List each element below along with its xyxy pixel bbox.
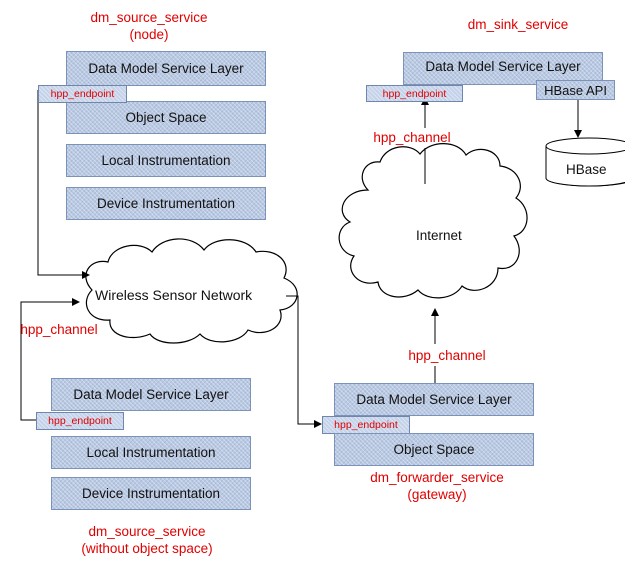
- hbase-label: HBase: [566, 162, 607, 177]
- connector-source-no-os: [20, 298, 80, 421]
- forwarder-data-model-layer: Data Model Service Layer: [334, 383, 534, 416]
- source-no-os-device-instrumentation: Device Instrumentation: [51, 477, 251, 510]
- source-node-data-model-layer: Data Model Service Layer: [66, 51, 266, 86]
- connector-source-node: [37, 90, 90, 279]
- source-node-title: dm_source_service: [90, 10, 208, 25]
- forwarder-object-space: Object Space: [334, 433, 534, 466]
- source-no-os-local-instrumentation: Local Instrumentation: [51, 436, 251, 469]
- hbase-database-icon: [545, 137, 625, 187]
- hbase-api: HBase API: [536, 80, 615, 100]
- forwarder-subtitle: (gateway): [407, 487, 467, 502]
- sink-endpoint: hpp_endpoint: [366, 85, 463, 102]
- source-node-local-instrumentation: Local Instrumentation: [66, 144, 266, 177]
- forwarder-endpoint: hpp_endpoint: [322, 416, 410, 434]
- source-no-os-channel: hpp_channel: [20, 322, 98, 337]
- wireless-network-label: Wireless Sensor Network: [95, 287, 253, 303]
- source-no-os-subtitle: (without object space): [81, 541, 213, 556]
- connector-wsn-forwarder: [286, 295, 322, 428]
- forwarder-title: dm_forwarder_service: [370, 470, 504, 485]
- wireless-network-cloud: [85, 238, 298, 344]
- source-node-object-space: Object Space: [66, 101, 266, 134]
- sink-title: dm_sink_service: [467, 17, 569, 32]
- forwarder-channel: hpp_channel: [408, 348, 486, 363]
- source-node-endpoint: hpp_endpoint: [38, 85, 127, 103]
- internet-label: Internet: [416, 228, 462, 243]
- sink-channel: hpp_channel: [373, 130, 451, 145]
- source-node-device-instrumentation: Device Instrumentation: [66, 187, 266, 220]
- source-no-os-endpoint: hpp_endpoint: [36, 412, 124, 430]
- source-no-os-title: dm_source_service: [88, 524, 206, 539]
- source-node-subtitle: (node): [129, 27, 169, 42]
- sink-data-model-layer: Data Model Service Layer: [403, 52, 603, 85]
- source-no-os-data-model-layer: Data Model Service Layer: [51, 378, 251, 411]
- internet-cloud: [338, 143, 528, 299]
